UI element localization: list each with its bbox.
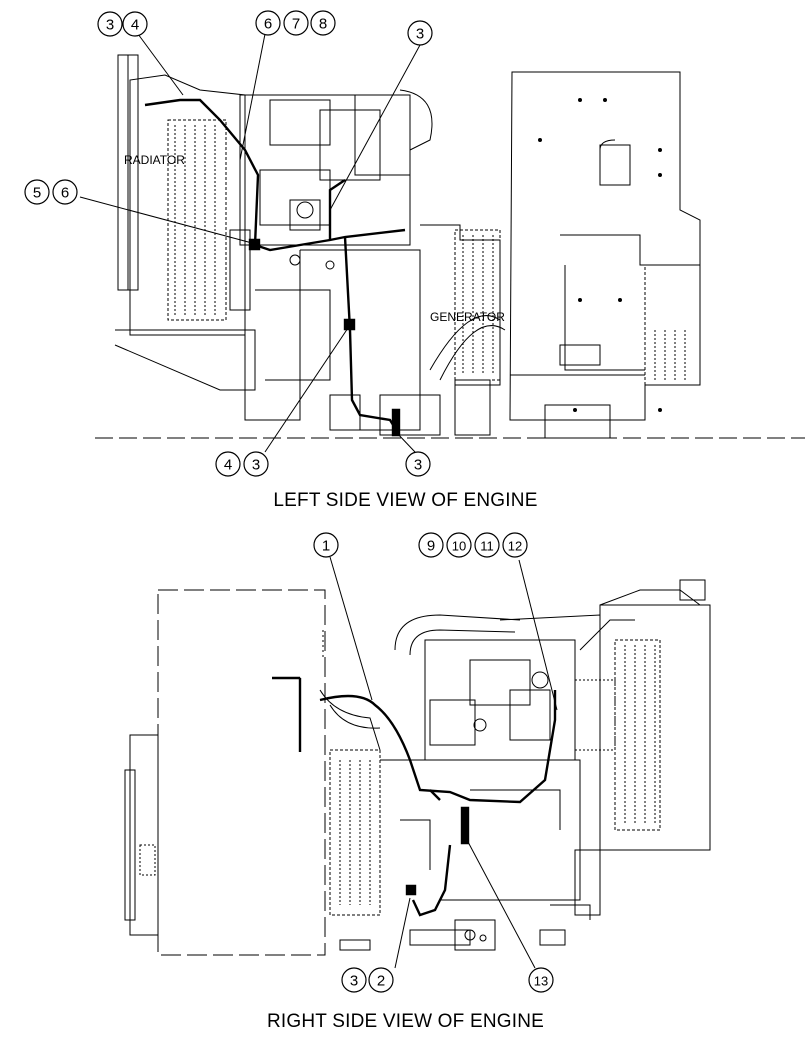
svg-text:11: 11 [480,539,494,554]
leader-lines-right [330,557,557,968]
callout-6: 6 [53,180,77,204]
svg-text:4: 4 [224,457,232,474]
callout-13: 13 [529,968,553,992]
svg-text:13: 13 [534,974,548,989]
svg-text:5: 5 [33,185,41,202]
svg-text:12: 12 [508,539,522,554]
callout-4: 4 [216,452,240,476]
svg-text:9: 9 [427,538,435,555]
callout-3: 3 [244,452,268,476]
svg-text:6: 6 [264,16,272,33]
svg-text:3: 3 [414,457,422,474]
callout-4: 4 [123,12,147,36]
callouts: 3 4 6 7 8 3 5 6 4 3 3 1 9 10 11 12 3 2 1… [25,11,553,992]
callout-7: 7 [284,11,308,35]
callout-12: 12 [503,533,527,557]
radiator-right [550,580,710,920]
callout-1: 1 [314,533,338,557]
radiator-label: RADIATOR [124,153,185,167]
callout-9: 9 [419,533,443,557]
callout-10: 10 [447,533,471,557]
svg-text:3: 3 [416,26,424,43]
generator [420,225,500,435]
left-side-view: RADIATOR [80,34,805,452]
callout-3: 3 [406,452,430,476]
left-view-caption: LEFT SIDE VIEW OF ENGINE [273,490,538,511]
callout-3: 3 [342,968,366,992]
callout-5: 5 [25,180,49,204]
generator-housing [510,72,700,438]
svg-text:8: 8 [319,16,327,33]
engine-right [320,615,600,950]
right-view-caption: RIGHT SIDE VIEW OF ENGINE [266,1011,544,1032]
svg-text:3: 3 [106,17,114,34]
svg-text:6: 6 [61,185,69,202]
callout-3: 3 [98,12,122,36]
callout-6: 6 [256,11,280,35]
generator-label: GENERATOR [430,310,505,324]
wiring-harness-left [145,100,405,435]
svg-text:7: 7 [292,16,300,33]
wiring-harness-right [272,678,555,915]
callout-2: 2 [369,968,393,992]
svg-text:4: 4 [131,17,139,34]
svg-text:3: 3 [252,457,260,474]
svg-text:3: 3 [350,973,358,990]
engine-block [230,90,505,435]
svg-text:10: 10 [452,539,466,554]
generator-housing-right [125,590,325,955]
callout-11: 11 [475,533,499,557]
svg-text:2: 2 [377,973,385,990]
callout-8: 8 [311,11,335,35]
callout-3: 3 [408,21,432,45]
leader-lines-left [80,34,420,452]
radiator [115,55,255,390]
svg-text:1: 1 [322,538,330,555]
right-side-view [125,557,710,968]
